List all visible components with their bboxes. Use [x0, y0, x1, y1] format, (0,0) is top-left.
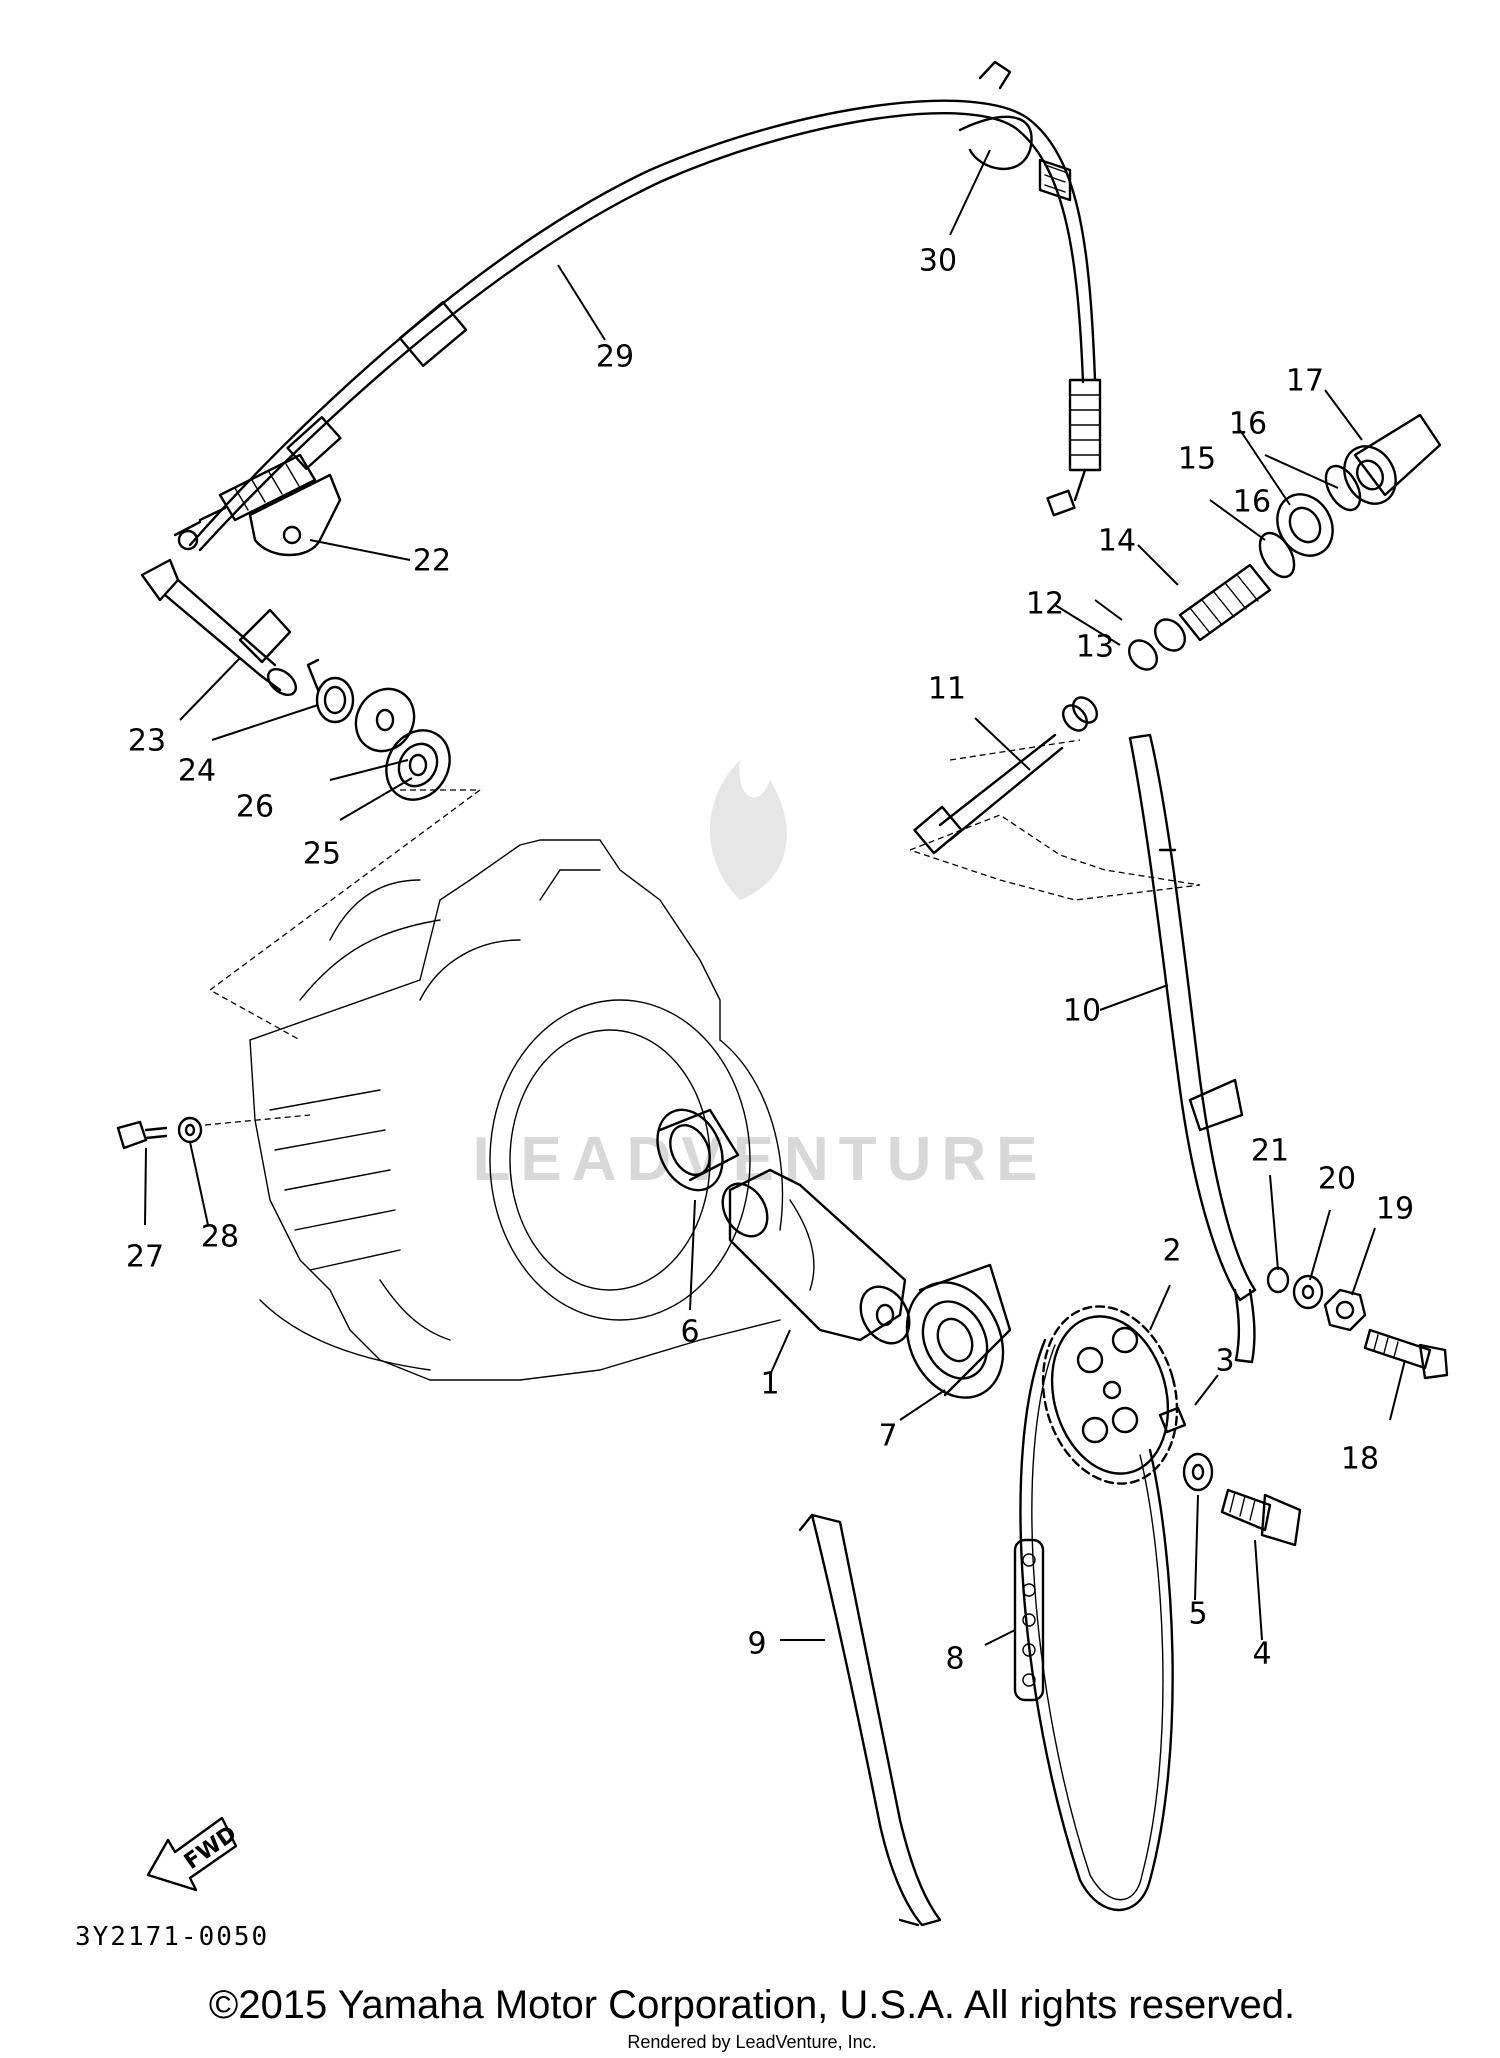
cam-sprocket	[1041, 1305, 1179, 1485]
needle-bearing	[656, 1108, 740, 1192]
forward-label: FWD	[180, 1821, 241, 1874]
leader-lines	[144, 149, 1406, 1646]
watermark-text: LEADVENTURE	[472, 1125, 1047, 1194]
tensioner-spring	[1178, 563, 1272, 642]
tensioner-bearing	[1276, 493, 1334, 557]
watermark-flame-icon	[710, 760, 787, 900]
callout-small-spring: 13	[1076, 630, 1114, 665]
callout-camshaft: 1	[760, 1367, 779, 1402]
callout-plain-washer: 26	[236, 790, 274, 825]
callout-o-ring-lower: 16	[1233, 485, 1271, 520]
forward-arrow-icon	[146, 1816, 238, 1892]
gasket-washer	[177, 1116, 203, 1144]
callout-dowel-pin: 3	[1215, 1344, 1234, 1379]
drawing-code: 3Y2171-0050	[75, 1922, 269, 1952]
callout-lever-shaft: 23	[128, 724, 166, 759]
tensioner-rod	[913, 733, 1064, 855]
callout-cam-sprocket: 2	[1162, 1234, 1181, 1269]
callout-chain-guide-rear: 10	[1063, 994, 1101, 1029]
callout-lever-spring: 24	[178, 754, 216, 789]
callout-labels: 1 2 3 4 5 6 7 8 9 10 11 12 13 14 15 16 1…	[126, 244, 1414, 1677]
callout-ball-bearing: 7	[878, 1419, 897, 1454]
guide-washer	[1292, 1274, 1324, 1310]
callout-guide-nut: 19	[1376, 1192, 1414, 1227]
sprocket-bolt	[1220, 1488, 1302, 1547]
callout-tensioner-spring: 14	[1098, 524, 1136, 559]
watermark: LEADVENTURE	[472, 760, 1047, 1194]
small-spring	[1061, 696, 1099, 732]
callout-sprocket-bolt: 4	[1252, 1637, 1271, 1672]
callout-sprocket-washer: 5	[1188, 1597, 1207, 1632]
oil-seal	[385, 729, 451, 801]
callout-tensioner-bearing: 15	[1178, 442, 1216, 477]
engine-head-outline	[249, 839, 784, 1381]
plug-bolt	[116, 1120, 168, 1150]
callout-chain-guide-front: 9	[747, 1627, 766, 1662]
lever-spring	[306, 658, 355, 724]
callout-spring-seat: 12	[1026, 587, 1064, 622]
cable-clip	[958, 60, 1033, 170]
spring-seat	[1128, 618, 1186, 671]
callout-guide-washer: 20	[1318, 1162, 1356, 1197]
cable-holder-bracket	[173, 453, 342, 557]
ball-bearing	[905, 1263, 1012, 1399]
callout-o-ring-upper: 16	[1229, 407, 1267, 442]
callout-cam-chain: 8	[945, 1642, 964, 1677]
callout-plug-bolt: 27	[126, 1240, 164, 1275]
callout-guide-o-ring: 21	[1251, 1134, 1289, 1169]
rendered-by-credit: Rendered by LeadVenture, Inc.	[627, 2032, 876, 2052]
chain-guide-rear	[1128, 733, 1257, 1364]
tensioner-cap	[1343, 413, 1442, 505]
sprocket-washer	[1182, 1452, 1214, 1492]
plain-washer	[354, 687, 416, 753]
assembly-guide-lines	[204, 739, 1201, 1126]
guide-nut	[1323, 1288, 1367, 1332]
callout-gasket-washer: 28	[201, 1220, 239, 1255]
callout-tensioner-cap: 17	[1286, 364, 1324, 399]
chain-guide-front	[798, 1513, 942, 1927]
guide-bolt	[1363, 1328, 1449, 1380]
dowel-pin	[1158, 1406, 1187, 1434]
o-ring	[1258, 464, 1362, 579]
callout-guide-bolt: 18	[1341, 1442, 1379, 1477]
forward-direction-marker: FWD	[146, 1816, 242, 1892]
decompression-cable	[188, 99, 1102, 552]
callout-oil-seal: 25	[303, 837, 341, 872]
callout-decompression-cable: 29	[596, 340, 634, 375]
callout-cable-clip: 30	[919, 244, 957, 279]
copyright-notice: ©2015 Yamaha Motor Corporation, U.S.A. A…	[209, 1983, 1295, 2027]
callout-cable-holder-bracket: 22	[413, 544, 451, 579]
decompression-lever-shaft	[140, 558, 298, 697]
cam-chain	[1013, 1338, 1174, 1912]
callout-tensioner-rod: 11	[928, 672, 966, 707]
guide-o-ring	[1266, 1266, 1290, 1294]
camshaft	[721, 1168, 911, 1345]
callout-needle-bearing: 6	[680, 1315, 699, 1350]
